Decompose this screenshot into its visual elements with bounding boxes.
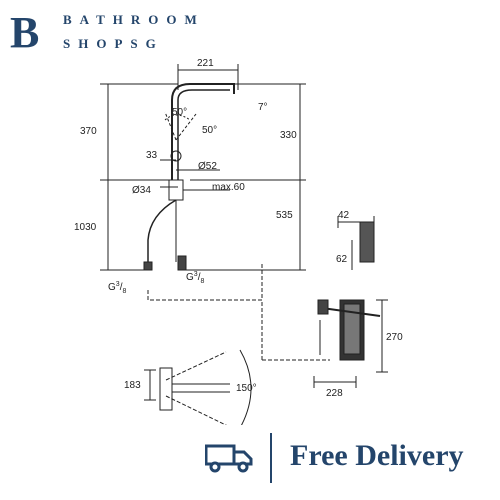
- dim-width-42: 42: [338, 210, 350, 221]
- dim-thread-left: G3/8: [108, 281, 126, 295]
- dim-height-1030: 1030: [74, 222, 97, 233]
- dim-dia-34: Ø34: [132, 185, 151, 196]
- dim-height-183: 183: [124, 380, 141, 391]
- delivery-banner: Free Delivery: [0, 425, 500, 495]
- dim-angle-50-right: 50°: [202, 125, 217, 136]
- dim-height-370: 370: [80, 126, 97, 137]
- brand-name-line1: BATHROOM: [63, 12, 205, 27]
- dim-angle-50-left: 50°: [172, 107, 187, 118]
- dim-height-62: 62: [336, 254, 348, 265]
- free-delivery-label: Free Delivery: [290, 439, 464, 472]
- dim-angle-7: 7°: [258, 102, 268, 113]
- faucet-technical-drawing: 221 7° 50° 50° 370 330 33 Ø52 Ø34 max.60…: [74, 58, 403, 425]
- dim-top-width: 221: [197, 58, 214, 69]
- brand-mark: B: [10, 8, 40, 57]
- divider: [270, 433, 272, 483]
- dim-height-535: 535: [276, 210, 293, 221]
- dim-dia-52: Ø52: [198, 161, 217, 172]
- dim-angle-150: 150°: [236, 383, 257, 394]
- truck-icon: [205, 444, 253, 473]
- dim-height-270: 270: [386, 332, 403, 343]
- dim-thread-right: G3/8: [186, 271, 204, 285]
- dim-width-33: 33: [146, 150, 158, 161]
- dim-height-330: 330: [280, 130, 297, 141]
- dim-max-60: max.60: [212, 182, 245, 193]
- brand-logo: B BATHROOM SHOPSG: [10, 8, 270, 58]
- brand-name-line2: SHOPSG: [63, 36, 164, 51]
- dim-width-228: 228: [326, 388, 343, 399]
